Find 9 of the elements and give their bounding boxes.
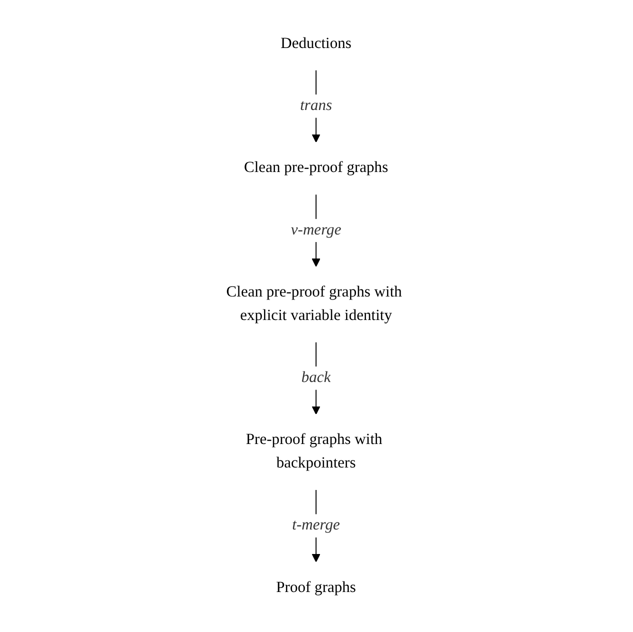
- node-text: Clean pre-proof graphs: [244, 160, 389, 176]
- node-text: Proof graphs: [276, 579, 356, 596]
- node-text: Deductions: [281, 35, 352, 52]
- edge-label: v-merge: [291, 222, 342, 238]
- edge-label: back: [302, 369, 332, 386]
- node-text: Pre-proof graphs with backpointers: [246, 432, 383, 472]
- edge-label: trans: [300, 97, 332, 114]
- edge-label: t-merge: [292, 517, 340, 534]
- node-text: Clean pre-proof graphs with explicit variable identity: [226, 284, 402, 324]
